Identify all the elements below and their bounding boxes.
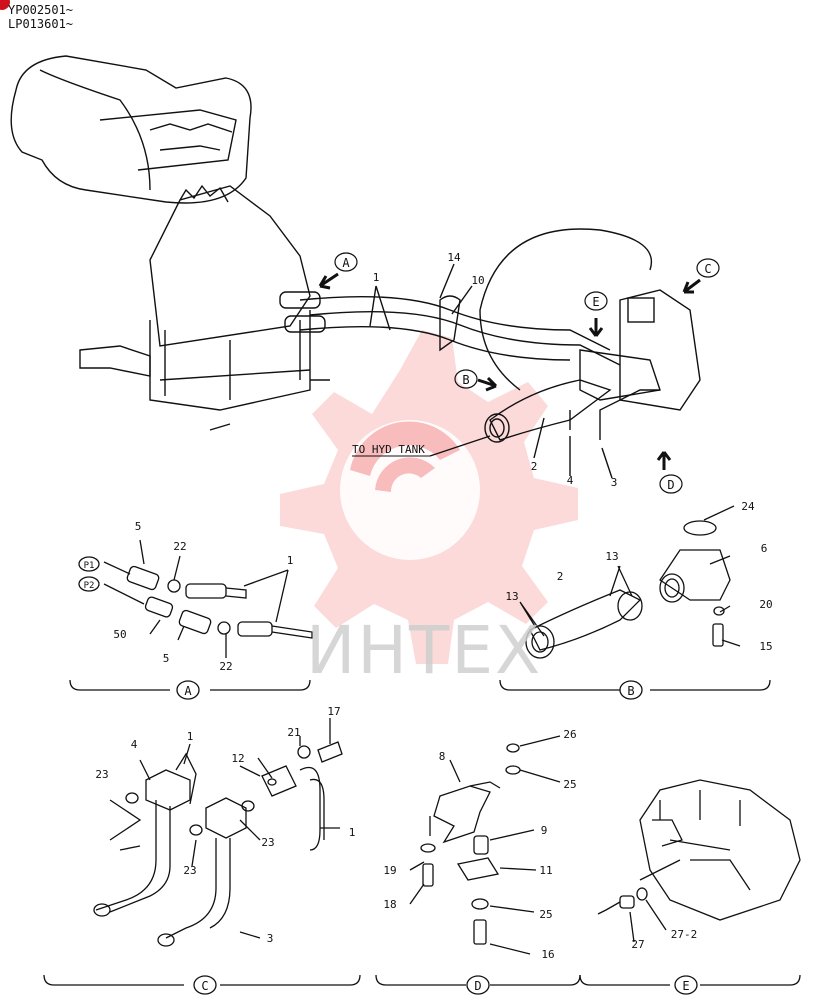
view-c-part-label: 4 xyxy=(131,738,138,751)
view-d-part-label: 16 xyxy=(541,948,554,961)
view-a-part-label: 5 xyxy=(163,652,170,665)
view-a-text: P1 P2 5 22 1 50 5 22 A xyxy=(84,520,294,698)
view-d-text: 26 8 25 9 19 11 18 25 16 D xyxy=(383,728,576,993)
view-a-part-label: 22 xyxy=(219,660,232,673)
marker-b-main: B xyxy=(462,373,469,387)
marker-d-main: D xyxy=(667,478,674,492)
view-b-detail xyxy=(499,505,771,700)
view-d-part-label: 9 xyxy=(541,824,548,837)
view-a-part-label: 1 xyxy=(287,554,294,567)
serial-range-1: YP002501~ xyxy=(8,3,74,17)
view-c-title: C xyxy=(201,979,208,993)
view-a-title: A xyxy=(184,684,192,698)
arrow-to-view-e xyxy=(588,318,604,337)
view-c-part-label: 1 xyxy=(349,826,356,839)
arrow-to-view-d xyxy=(656,451,672,470)
view-b-part-label: 24 xyxy=(741,500,755,513)
port-label-p1: P1 xyxy=(84,561,95,571)
view-c-detail xyxy=(43,718,361,995)
main-part-label: 3 xyxy=(611,476,618,489)
view-e-text: 27 27-2 E xyxy=(631,928,697,993)
arrow-to-view-a xyxy=(318,272,339,290)
machine-overview-sketch xyxy=(10,55,252,204)
marker-e-main: E xyxy=(592,295,599,309)
hose-bundle-main xyxy=(279,291,621,366)
serial-range-2: LP013601~ xyxy=(8,17,74,31)
view-b-part-label: 13 xyxy=(605,550,618,563)
view-b-part-label: 2 xyxy=(557,570,564,583)
main-part-label: 4 xyxy=(567,474,574,487)
corner-marker xyxy=(0,0,10,10)
view-c-part-label: 23 xyxy=(95,768,108,781)
view-b-title: B xyxy=(627,684,634,698)
view-d-detail xyxy=(375,735,581,995)
main-view-markers xyxy=(334,252,720,494)
view-b-part-label: 13 xyxy=(505,590,518,603)
to-hyd-tank-callout: TO HYD TANK xyxy=(352,443,425,456)
view-d-part-label: 26 xyxy=(563,728,576,741)
view-c-part-label: 17 xyxy=(327,705,340,718)
main-part-label: 2 xyxy=(531,460,538,473)
view-a-detail xyxy=(69,539,313,700)
watermark-gear-logo xyxy=(280,330,578,664)
main-view-part-labels: 1 14 10 2 4 3 xyxy=(373,251,618,489)
port-label-p2: P2 xyxy=(84,581,95,591)
view-d-title: D xyxy=(474,979,481,993)
suction-hose xyxy=(484,379,612,443)
view-c-part-label: 3 xyxy=(267,932,274,945)
view-c-part-label: 21 xyxy=(287,726,300,739)
arrow-to-view-b xyxy=(477,376,498,392)
view-d-part-label: 19 xyxy=(383,864,396,877)
view-b-text: 24 6 13 2 13 20 15 B xyxy=(505,500,772,698)
view-e-part-label: 27 xyxy=(631,938,644,951)
watermark-text: ИНТЕХ xyxy=(306,612,543,689)
view-e-detail xyxy=(579,779,801,995)
main-assembly-view xyxy=(10,55,701,479)
view-c-part-label: 23 xyxy=(261,836,274,849)
view-b-part-label: 6 xyxy=(761,542,768,555)
view-a-part-label: 5 xyxy=(135,520,142,533)
view-d-part-label: 25 xyxy=(539,908,552,921)
marker-a-main: A xyxy=(342,256,350,270)
view-d-part-label: 18 xyxy=(383,898,396,911)
view-e-part-label: 27-2 xyxy=(671,928,698,941)
view-c-part-label: 23 xyxy=(183,864,196,877)
hydraulic-tank-outline xyxy=(479,228,652,311)
view-b-part-label: 15 xyxy=(759,640,772,653)
arrow-to-view-c xyxy=(682,278,701,294)
main-part-label: 14 xyxy=(447,251,461,264)
view-d-part-label: 11 xyxy=(539,864,552,877)
view-a-part-label: 50 xyxy=(113,628,126,641)
main-part-label: 1 xyxy=(373,271,380,284)
view-d-part-label: 8 xyxy=(439,750,446,763)
view-d-part-label: 25 xyxy=(563,778,576,791)
view-c-part-label: 12 xyxy=(231,752,244,765)
marker-c-main: C xyxy=(704,262,711,276)
main-view-marker-letters: A B C D E xyxy=(342,256,711,492)
control-valve-block xyxy=(79,184,330,431)
view-c-text: 17 4 1 21 12 23 23 23 1 3 C xyxy=(95,705,355,993)
view-b-part-label: 20 xyxy=(759,598,772,611)
view-c-part-label: 1 xyxy=(187,730,194,743)
main-part-label: 10 xyxy=(471,274,484,287)
view-e-title: E xyxy=(682,979,689,993)
view-a-part-label: 22 xyxy=(173,540,186,553)
